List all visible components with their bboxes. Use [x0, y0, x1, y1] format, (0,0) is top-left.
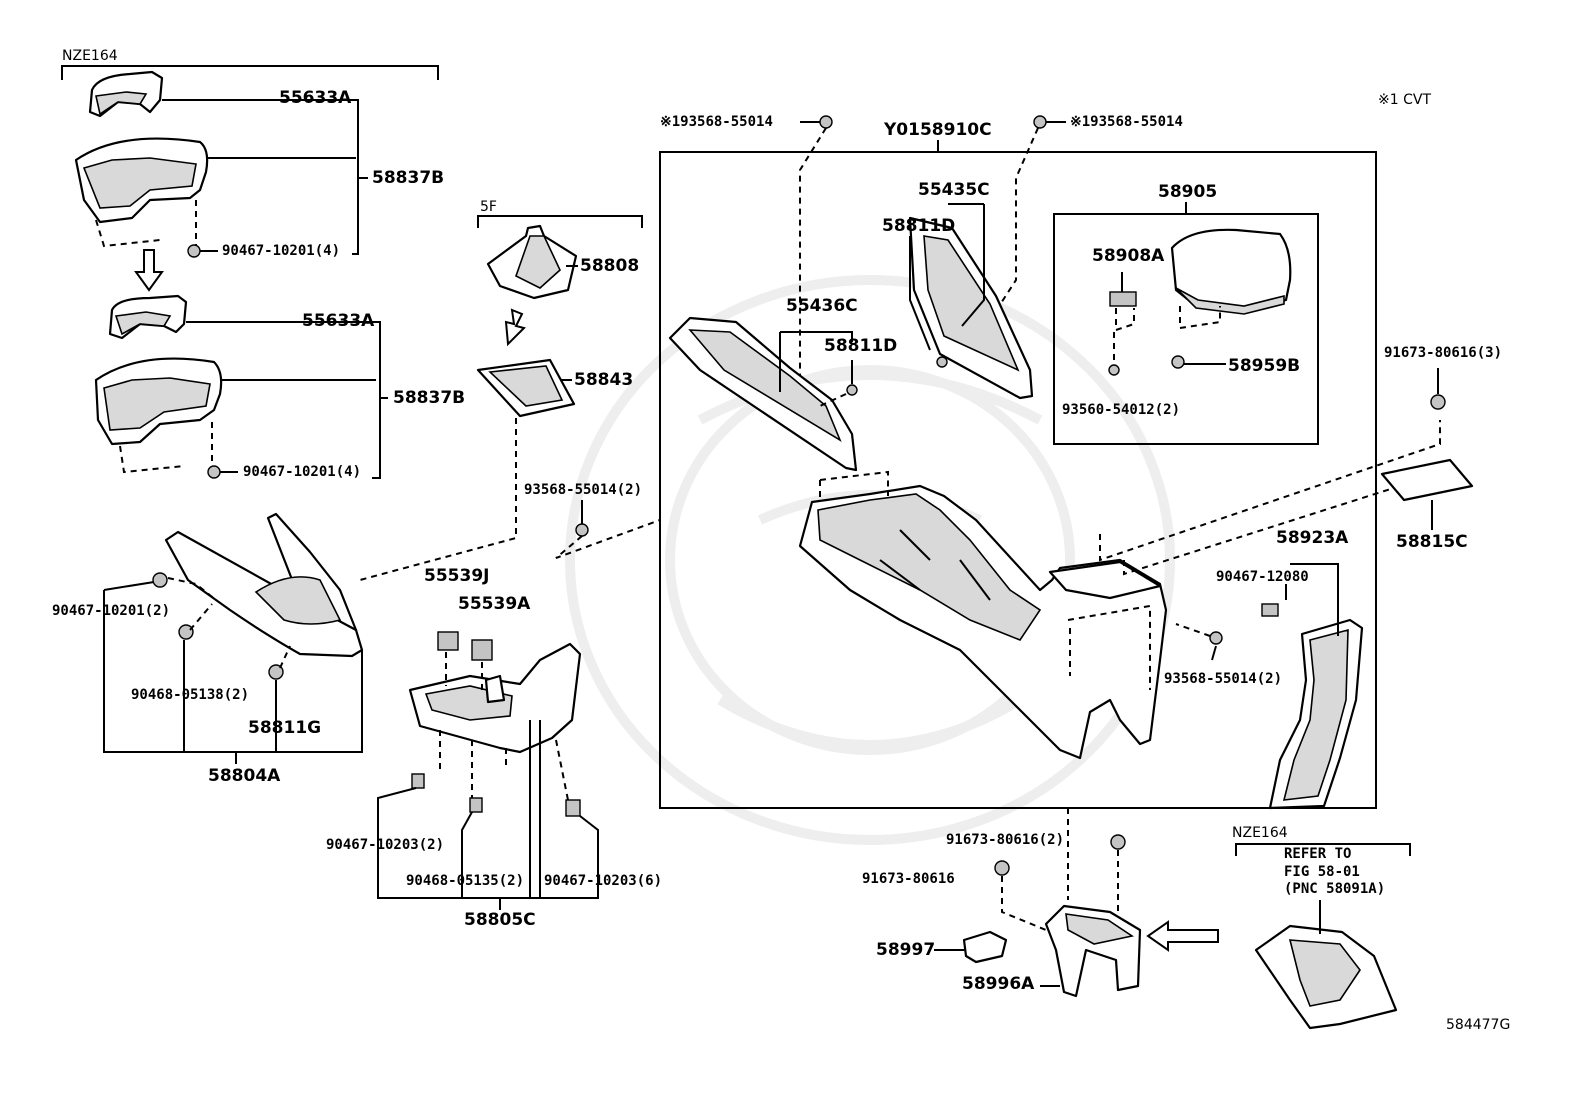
clip-90467-12080	[1261, 603, 1279, 617]
clip-58811D-b	[846, 384, 858, 396]
label-91673-80616-2: 91673-80616(2)	[946, 832, 1065, 848]
label-90467-10203-2: 90467-10203(2)	[326, 837, 445, 853]
label-58805C: 58805C	[464, 910, 536, 930]
label-58837B-1: 58837B	[372, 168, 445, 188]
part-58837B-lower	[94, 357, 376, 474]
part-55633A-upper	[88, 70, 352, 118]
label-193568-right: ※193568-55014	[1070, 114, 1183, 130]
part-58923A	[1268, 618, 1364, 810]
label-58923A: 58923A	[1276, 528, 1349, 548]
label-90468-05138-2: 90468-05138(2)	[131, 687, 250, 703]
clip-90467-upper	[187, 244, 201, 258]
refer-line-1: REFER TO	[1284, 846, 1352, 862]
note-5f: 5F	[480, 199, 497, 215]
refer-line-3: (PNC 58091A)	[1284, 881, 1386, 897]
clip-90468-05138	[178, 624, 194, 640]
bolt-91673-3	[1430, 394, 1446, 410]
note-nze164-bottom: NZE164	[1232, 825, 1288, 841]
label-58804A: 58804A	[208, 766, 281, 786]
label-58959B: 58959B	[1228, 356, 1301, 376]
label-90467-12080: 90467-12080	[1216, 569, 1309, 585]
part-55436C	[668, 316, 858, 472]
part-58908A-shape	[1109, 291, 1137, 307]
part-58091A-ref	[1254, 924, 1398, 1030]
label-55539A: 55539A	[458, 594, 531, 614]
label-55435C: 55435C	[918, 180, 990, 200]
label-58997: 58997	[876, 940, 936, 960]
part-58804A	[164, 512, 364, 658]
label-58996A: 58996A	[962, 974, 1035, 994]
part-55539J-shape	[437, 631, 459, 651]
left-arrow	[1146, 920, 1219, 952]
part-58837B-upper	[74, 137, 356, 248]
down-arrow-2	[504, 308, 526, 347]
diagram-id: 584477G	[1446, 1017, 1511, 1033]
clip-58959B	[1171, 355, 1185, 369]
label-90468-05135-2: 90468-05135(2)	[406, 873, 525, 889]
label-55633A-1: 55633A	[279, 88, 352, 108]
clip-58811G	[268, 664, 284, 680]
note-cvt: ※1 CVT	[1378, 92, 1431, 108]
label-90467-10201-2: 90467-10201(2)	[52, 603, 171, 619]
assembly-box-Y0158910C	[659, 151, 1377, 809]
label-58811D-a: 58811D	[882, 216, 956, 236]
label-93568-55014-2b: 93568-55014(2)	[1164, 671, 1283, 687]
note-nze164-top: NZE164	[62, 48, 118, 64]
clip-90467-10201-2	[152, 572, 168, 588]
clip-90468-05135	[469, 797, 483, 813]
label-91673-80616-3: 91673-80616(3)	[1384, 345, 1503, 361]
part-58805C	[408, 631, 582, 801]
label-90467-10201-4b: 90467-10201(4)	[243, 464, 362, 480]
part-58815C-shape	[1380, 458, 1474, 502]
part-55435C	[908, 216, 1034, 400]
label-193568-left: ※193568-55014	[660, 114, 773, 130]
part-58843	[476, 358, 576, 418]
nze164-bottom-bracket	[1235, 843, 1411, 856]
label-58811D-b: 58811D	[824, 336, 898, 356]
screw-193568-right	[1033, 115, 1047, 129]
clip-90467-10203-6	[565, 799, 581, 817]
label-93568-55014-2a: 93568-55014(2)	[524, 482, 643, 498]
label-91673-80616: 91673-80616	[862, 871, 955, 887]
part-58997	[962, 930, 1008, 964]
bolt-91673	[994, 860, 1010, 876]
label-58808: 58808	[580, 256, 640, 276]
screw-93568-right	[1209, 631, 1223, 645]
refer-note: REFER TO FIG 58-01 (PNC 58091A)	[1284, 846, 1385, 899]
label-93560-54012-2: 93560-54012(2)	[1062, 402, 1181, 418]
refer-line-2: FIG 58-01	[1284, 863, 1360, 880]
label-55633A-2: 55633A	[302, 311, 375, 331]
part-58905-armrest	[1170, 228, 1292, 330]
label-90467-10201-4a: 90467-10201(4)	[222, 243, 341, 259]
part-58808	[486, 224, 578, 300]
label-58843: 58843	[574, 370, 634, 390]
label-58905: 58905	[1158, 182, 1218, 202]
clip-58811D-a	[936, 356, 948, 368]
part-55539A-shape	[471, 639, 493, 661]
screw-193568-left	[819, 115, 833, 129]
5f-bracket	[477, 215, 643, 228]
part-55633A-lower	[108, 294, 376, 340]
label-90467-10203-6: 90467-10203(6)	[544, 873, 663, 889]
label-55436C: 55436C	[786, 296, 858, 316]
label-58837B-2: 58837B	[393, 388, 466, 408]
clip-90467-lower	[207, 465, 221, 479]
clip-90467-10203-2	[411, 773, 425, 789]
part-58996A	[1044, 904, 1142, 998]
label-55539J: 55539J	[424, 566, 490, 586]
down-arrow-1	[134, 249, 164, 292]
label-Y0158910C: Y0158910C	[884, 120, 992, 140]
label-58811G: 58811G	[248, 718, 322, 738]
label-58815C: 58815C	[1396, 532, 1468, 552]
label-58908A: 58908A	[1092, 246, 1165, 266]
screw-93560	[1108, 364, 1120, 376]
screw-93568-left	[575, 523, 589, 537]
nze164-bracket	[61, 65, 439, 80]
bolt-91673-2	[1110, 834, 1126, 850]
